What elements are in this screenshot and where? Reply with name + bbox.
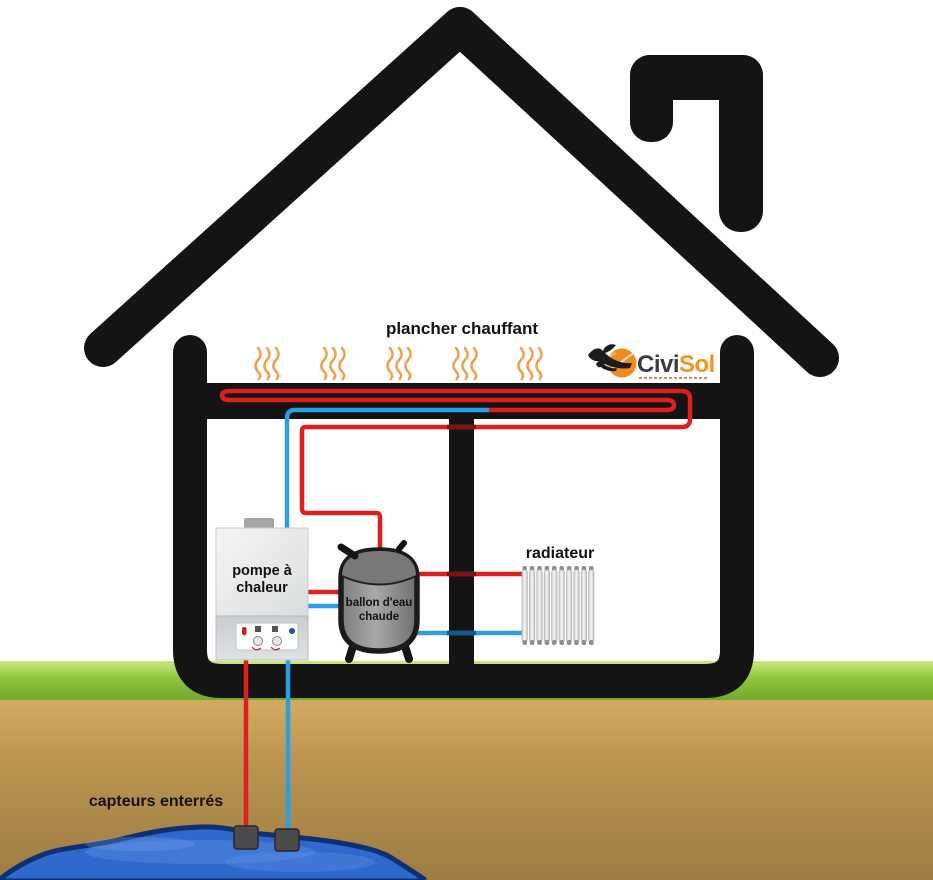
panel-switch (255, 626, 261, 632)
pond (0, 824, 427, 880)
ground-connector (233, 825, 259, 850)
radiator-label: radiateur (526, 545, 594, 562)
heat-pump-label: pompe à (232, 563, 293, 579)
hot-water-tank: ballon d'eau chaude (337, 540, 420, 663)
tank-stub (396, 540, 407, 552)
logo-text: CiviSol (637, 351, 715, 378)
panel-gauge-icon (253, 636, 263, 646)
interior-wall (449, 419, 474, 664)
heat-pump-label: chaleur (236, 580, 288, 596)
roof-left-slope (84, 7, 479, 367)
panel-switch (272, 626, 278, 632)
floor-heating-hot-pipe (219, 388, 693, 552)
panel-hot-indicator (242, 627, 247, 635)
collectors-label: capteurs enterrés (89, 793, 223, 810)
chimney (630, 55, 763, 232)
house-walls-floor (173, 335, 754, 698)
heat-pump-unit: pompe à chaleur (215, 518, 309, 661)
house-roof (84, 7, 839, 377)
tank-handle (337, 543, 359, 560)
roof-right-slope (441, 7, 839, 377)
civisol-logo: CiviSol (588, 344, 715, 379)
logo-swallow-small-icon (596, 358, 617, 372)
panel-cold-indicator (289, 628, 295, 634)
tank-dome (342, 551, 416, 584)
heat-pump-body (215, 527, 309, 626)
tank-label: ballon d'eau (346, 597, 413, 609)
floor-heating-cold-pipe (284, 407, 489, 529)
ground-connector (274, 828, 300, 852)
floor-heating-label: plancher chauffant (386, 319, 538, 338)
heat-pump-cap (244, 518, 274, 529)
logo-swallow-icon (588, 344, 632, 369)
panel-gauge-icon (272, 636, 282, 646)
tank-label: chaude (359, 611, 399, 623)
control-panel (235, 622, 299, 651)
